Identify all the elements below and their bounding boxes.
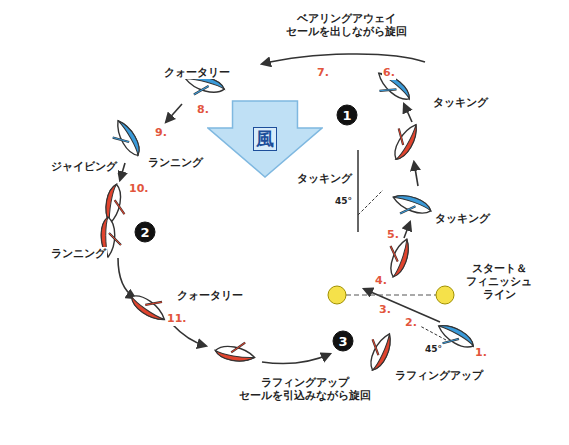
maneuver-label: ランニング <box>50 247 107 260</box>
step-number: 2. <box>404 316 418 330</box>
maneuver-label: ランニング <box>147 156 204 169</box>
circled-number: 2 <box>134 221 156 243</box>
step-number: 11. <box>166 312 188 326</box>
maneuver-label: 45° <box>424 344 443 355</box>
maneuver-label: ラフィングアップ <box>394 369 484 382</box>
maneuver-label: ラフィングアップ セールを引込みながら旋回 <box>226 376 383 402</box>
maneuver-label: タッキング <box>434 212 491 225</box>
angle-guide <box>358 150 446 340</box>
maneuver-label: スタート＆ フィニッシュ ライン <box>458 262 540 301</box>
step-number: 9. <box>154 126 168 140</box>
maneuver-label: タッキング <box>296 172 353 185</box>
step-number: 7. <box>316 66 330 80</box>
step-number: 6. <box>382 66 396 80</box>
start-line <box>328 286 454 304</box>
step-number: 1. <box>474 346 488 360</box>
wind-arrow-body <box>208 101 322 177</box>
step-number: 4. <box>374 274 388 288</box>
maneuver-label: タッキング <box>432 96 489 109</box>
circle-fill <box>337 105 357 125</box>
maneuver-label: クォータリー <box>176 289 244 302</box>
circle-number: 1 <box>342 109 351 122</box>
course-arrows <box>118 54 440 364</box>
maneuver-label: ジャイビング <box>50 160 118 173</box>
step-number: 3. <box>378 303 392 317</box>
maneuver-label: クォータリー <box>163 66 231 79</box>
circle-fill <box>333 331 353 351</box>
circle-fill <box>135 222 155 242</box>
circle-number: 2 <box>140 226 149 239</box>
circled-number: 3 <box>332 330 354 352</box>
step-number: 10. <box>128 182 150 196</box>
step-number: 8. <box>196 103 210 117</box>
boats <box>101 68 476 373</box>
step-number: 5. <box>386 228 400 242</box>
maneuver-label: 45° <box>334 196 353 207</box>
wind-arrow: 風 <box>207 100 323 178</box>
wind-label: 風 <box>253 127 277 151</box>
circled-number: 1 <box>336 104 358 126</box>
maneuver-label: ベアリングアウェイ セールを出しながら旋回 <box>268 12 425 38</box>
circle-number: 3 <box>338 335 347 348</box>
